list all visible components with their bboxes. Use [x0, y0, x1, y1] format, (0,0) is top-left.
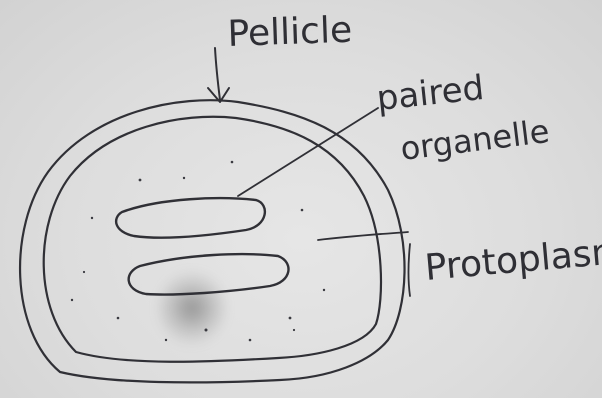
protoplasm-leader-line [318, 232, 408, 240]
organelle-lower [129, 254, 289, 294]
label-organelle: organelle [398, 112, 551, 168]
protoplasm-bracket [409, 244, 411, 296]
pellicle-outer-outline [20, 100, 404, 382]
protoplasm-speckles [71, 161, 325, 342]
label-protoplasm: Protoplasm [423, 231, 602, 289]
pellicle-pointer-line [215, 48, 220, 100]
organelle-upper [116, 198, 265, 237]
label-pellicle: Pellicle [227, 10, 353, 55]
label-paired: paired [375, 68, 486, 119]
